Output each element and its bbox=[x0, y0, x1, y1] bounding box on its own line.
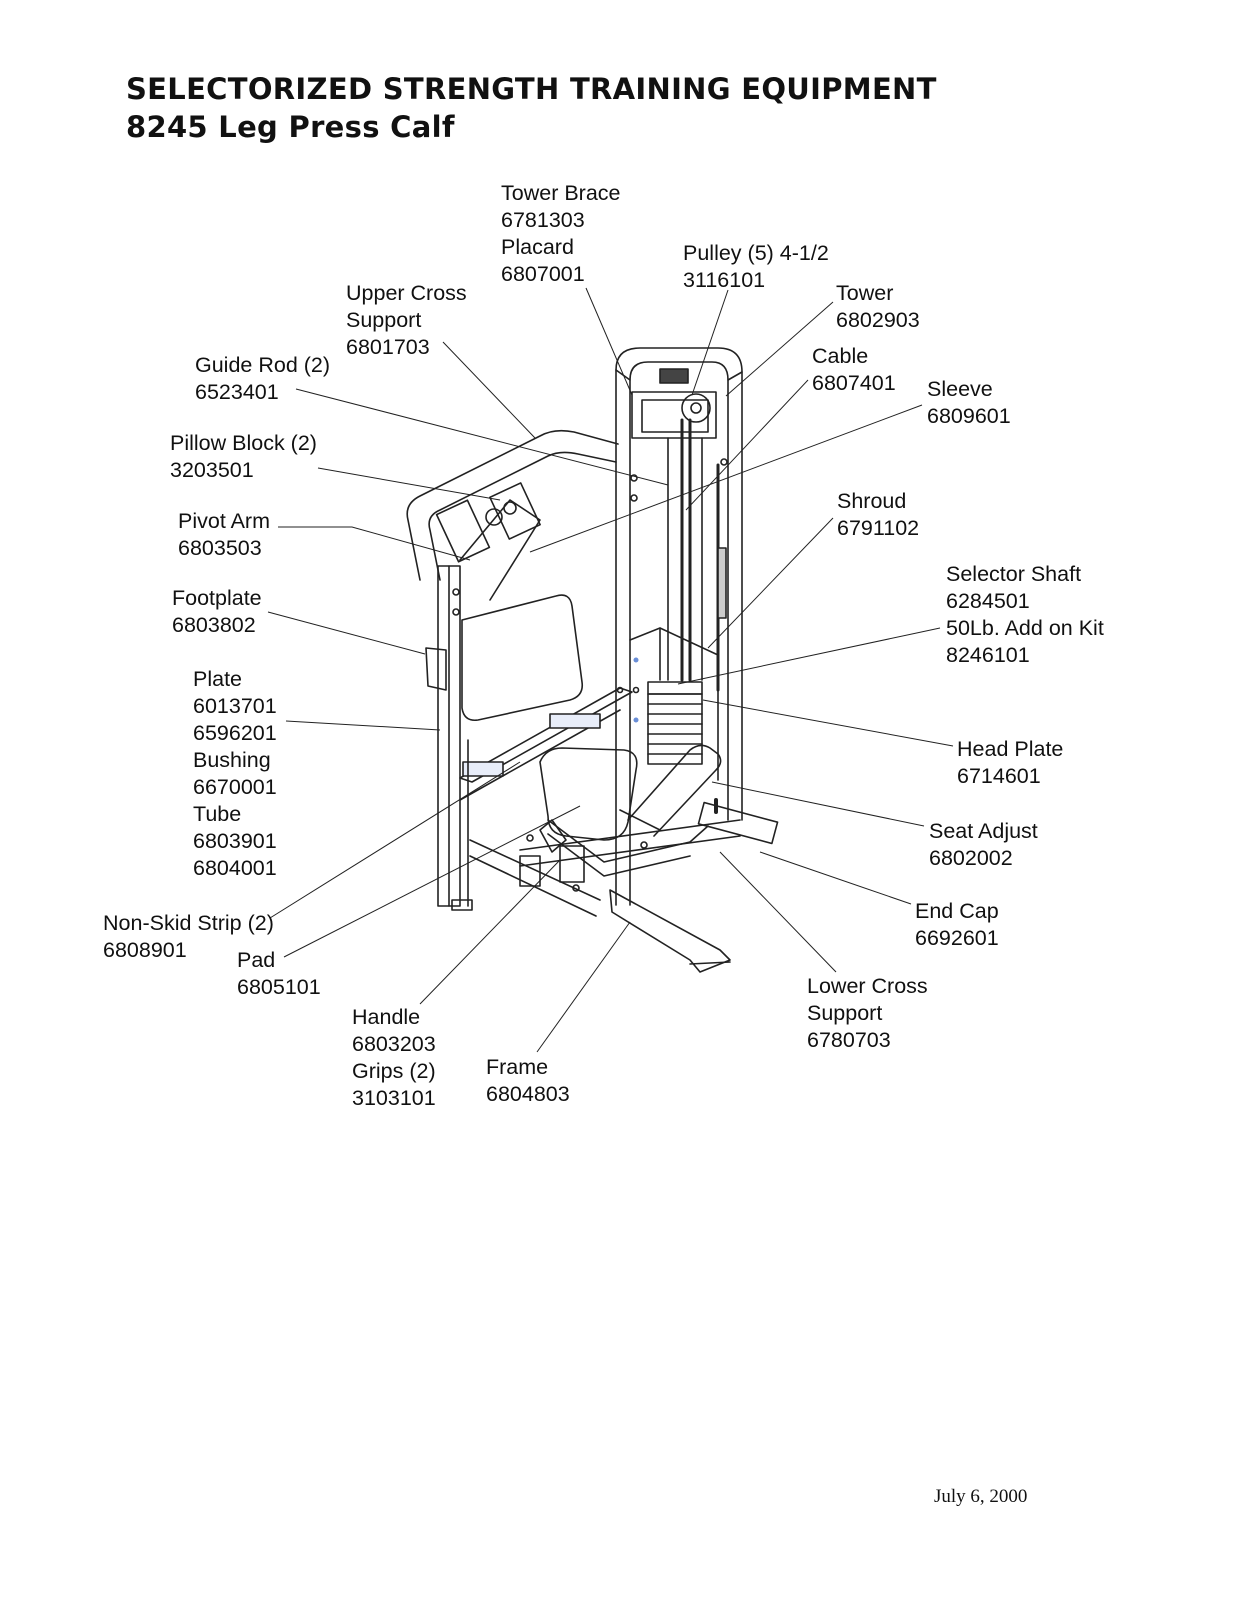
leader-lower-cross-support bbox=[719, 851, 837, 973]
callout-plate: Plate 6013701 6596201 Bushing 6670001 Tu… bbox=[193, 667, 277, 880]
frame-rails bbox=[451, 687, 741, 973]
callout-guide-rod: Guide Rod (2) 6523401 bbox=[195, 353, 331, 404]
leader-frame bbox=[536, 921, 631, 1053]
footplate-graphic bbox=[425, 594, 584, 722]
leader-pulley bbox=[691, 289, 729, 396]
leader-footplate bbox=[267, 611, 426, 655]
callout-end-cap: End Cap 6692601 bbox=[915, 899, 999, 950]
leader-end-cap bbox=[759, 851, 912, 905]
footer-date: July 6, 2000 bbox=[934, 1486, 1028, 1507]
leader-pad bbox=[283, 805, 581, 958]
leader-non-skid-strip bbox=[269, 761, 521, 919]
callout-non-skid-strip: Non-Skid Strip (2) 6808901 bbox=[103, 911, 274, 962]
callout-footplate: Footplate 6803802 bbox=[172, 586, 262, 637]
seat-assembly bbox=[519, 744, 779, 892]
callout-sleeve: Sleeve 6809601 bbox=[927, 377, 1011, 428]
leader-selector-shaft bbox=[677, 627, 941, 685]
tower-frame bbox=[615, 347, 743, 906]
leader-pillow-block bbox=[317, 467, 501, 501]
page-subtitle: 8245 Leg Press Calf bbox=[126, 110, 455, 144]
callout-cable: Cable 6807401 bbox=[812, 344, 896, 395]
leader-seat-adjust bbox=[711, 781, 925, 827]
leader-tower bbox=[725, 301, 834, 397]
callout-pulley: Pulley (5) 4-1/2 3116101 bbox=[683, 241, 829, 292]
callout-handle: Handle 6803203 Grips (2) 3103101 bbox=[352, 1005, 436, 1110]
callout-head-plate: Head Plate 6714601 bbox=[957, 737, 1064, 788]
leader-handle bbox=[419, 859, 561, 1005]
leader-pivot-arm bbox=[278, 526, 471, 561]
callout-pad: Pad 6805101 bbox=[237, 948, 321, 999]
leader-upper-cross-support bbox=[442, 341, 536, 439]
callout-shroud: Shroud 6791102 bbox=[837, 489, 920, 540]
callout-selector-shaft: Selector Shaft 6284501 50Lb. Add on Kit … bbox=[946, 562, 1104, 667]
callout-lower-cross-support: Lower Cross Support 6780703 bbox=[807, 974, 928, 1052]
leader-tower-brace bbox=[585, 287, 633, 396]
leader-head-plate bbox=[702, 699, 954, 747]
callout-leader-lines bbox=[267, 287, 954, 1053]
leader-guide-rod bbox=[295, 388, 669, 486]
leader-shroud bbox=[707, 517, 834, 649]
page-title: SELECTORIZED STRENGTH TRAINING EQUIPMENT bbox=[126, 72, 937, 106]
leader-cable bbox=[685, 379, 809, 511]
callout-pivot-arm: Pivot Arm 6803503 bbox=[178, 509, 270, 560]
leader-plate bbox=[285, 720, 441, 731]
callout-tower: Tower 6802903 bbox=[836, 281, 920, 332]
callout-tower-brace: Tower Brace 6781303 Placard 6807001 bbox=[501, 181, 621, 286]
callout-seat-adjust: Seat Adjust 6802002 bbox=[929, 819, 1038, 870]
callout-frame: Frame 6804803 bbox=[486, 1055, 570, 1106]
callout-pillow-block: Pillow Block (2) 3203501 bbox=[170, 431, 317, 482]
upper-cross-support-assembly bbox=[406, 429, 619, 907]
callout-upper-cross-support: Upper Cross Support 6801703 bbox=[346, 281, 467, 359]
weight-stack bbox=[616, 627, 719, 781]
leader-sleeve bbox=[529, 404, 923, 553]
